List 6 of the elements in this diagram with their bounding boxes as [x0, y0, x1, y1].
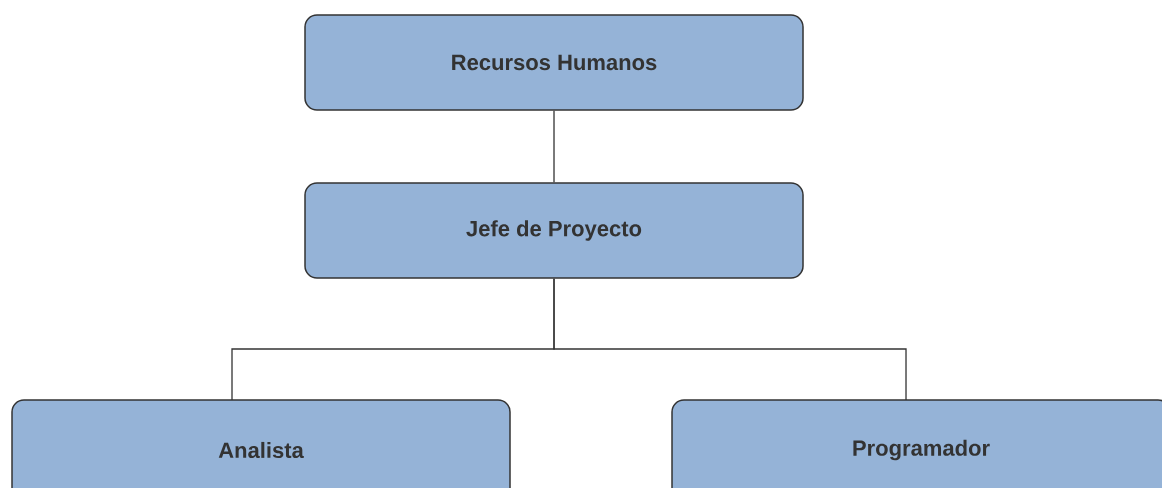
- org-box: Programador: [671, 399, 1162, 488]
- org-box: Analista: [11, 399, 511, 488]
- connector-line: [553, 278, 907, 401]
- org-box: Recursos Humanos: [304, 14, 804, 111]
- org-box: Jefe de Proyecto: [304, 182, 804, 279]
- connector-line: [553, 110, 555, 183]
